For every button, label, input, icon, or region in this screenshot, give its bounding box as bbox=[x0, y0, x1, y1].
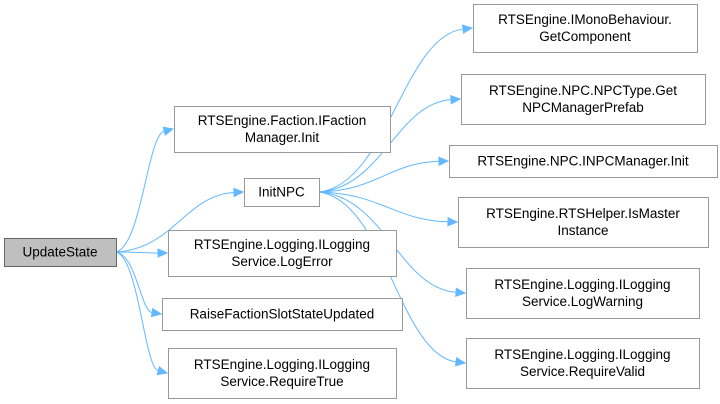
edge-arrowhead bbox=[455, 287, 467, 298]
call-graph-nodes: UpdateState RTSEngine.Faction.IFactionMan… bbox=[4, 4, 718, 399]
edge-arrowhead bbox=[454, 357, 467, 367]
edge-line bbox=[318, 191, 457, 363]
edge-line bbox=[115, 251, 159, 372]
node-init-npc[interactable]: InitNPC bbox=[244, 178, 320, 207]
node-label-line: Instance bbox=[557, 223, 608, 238]
edge-arrowhead bbox=[157, 248, 169, 258]
node-require-valid[interactable]: RTSEngine.Logging.ILoggingService.Requir… bbox=[466, 338, 700, 389]
edge-arrowhead bbox=[233, 187, 245, 198]
node-require-true[interactable]: RTSEngine.Logging.ILoggingService.Requir… bbox=[168, 348, 397, 399]
node-box bbox=[168, 230, 397, 277]
node-label-line: RaiseFactionSlotStateUpdated bbox=[190, 307, 375, 322]
node-label-line: RTSEngine.Logging.ILogging bbox=[194, 357, 370, 372]
node-log-error[interactable]: RTSEngine.Logging.ILoggingService.LogErr… bbox=[168, 230, 397, 277]
node-label-line: RTSEngine.Logging.ILogging bbox=[494, 277, 670, 292]
node-inpc-manager-init[interactable]: RTSEngine.NPC.INPCManager.Init bbox=[449, 145, 718, 178]
node-get-component[interactable]: RTSEngine.IMonoBehaviour. GetComponent bbox=[473, 4, 698, 53]
node-box bbox=[449, 145, 718, 178]
node-box bbox=[473, 4, 698, 53]
edge-arrowhead bbox=[462, 24, 474, 34]
node-label-line: InitNPC bbox=[258, 185, 305, 200]
node-label-line: RTSEngine.IMonoBehaviour. bbox=[498, 12, 672, 27]
node-label-line: Service.LogError bbox=[231, 254, 333, 269]
edge-update-state-to-raise-faction-slot bbox=[115, 251, 163, 318]
node-label-line: NPCManagerPrefab bbox=[522, 100, 644, 115]
edge-line bbox=[115, 251, 153, 314]
node-label-line: UpdateState bbox=[22, 245, 97, 260]
edge-arrowhead bbox=[438, 156, 450, 167]
node-update-state[interactable]: UpdateState bbox=[4, 238, 117, 267]
node-log-warning[interactable]: RTSEngine.Logging.ILoggingService.LogWar… bbox=[466, 268, 700, 319]
node-box bbox=[458, 197, 709, 248]
edge-init-npc-to-require-valid bbox=[318, 191, 467, 367]
node-label-line: RTSEngine.NPC.NPCType.Get bbox=[489, 83, 677, 98]
node-label-line: RTSEngine.Logging.ILogging bbox=[494, 347, 670, 362]
node-box bbox=[466, 268, 700, 319]
node-raise-faction-slot[interactable]: RaiseFactionSlotStateUpdated bbox=[162, 298, 403, 331]
node-label-line: RTSEngine.Logging.ILogging bbox=[194, 237, 370, 252]
node-label-line: RTSEngine.RTSHelper.IsMaster bbox=[486, 206, 680, 221]
node-label-line: Service.RequireValid bbox=[520, 364, 645, 379]
node-label-line: GetComponent bbox=[539, 29, 631, 44]
node-box bbox=[244, 178, 320, 207]
node-label-line: RTSEngine.NPC.INPCManager.Init bbox=[477, 154, 689, 169]
node-label-line: Service.LogWarning bbox=[522, 294, 643, 309]
edge-arrowhead bbox=[450, 94, 462, 105]
edge-update-state-to-require-true bbox=[115, 251, 169, 376]
edge-line bbox=[115, 130, 165, 253]
edge-arrowhead bbox=[156, 365, 169, 376]
edge-init-npc-to-inpc-manager-init bbox=[318, 156, 450, 193]
node-get-npc-manager-prefab[interactable]: RTSEngine.NPC.NPCType.GetNPCManagerPrefa… bbox=[461, 74, 706, 125]
edge-update-state-to-faction-manager-init bbox=[115, 126, 175, 253]
edge-line bbox=[318, 191, 449, 223]
node-box bbox=[168, 348, 397, 399]
node-box bbox=[466, 338, 700, 389]
edge-arrowhead bbox=[447, 217, 459, 227]
node-box bbox=[4, 238, 117, 267]
edge-line bbox=[318, 28, 464, 193]
edge-update-state-to-init-npc bbox=[115, 187, 245, 253]
edge-arrowhead bbox=[162, 126, 175, 136]
edge-line bbox=[115, 191, 235, 253]
edge-init-npc-to-is-master-instance bbox=[318, 191, 459, 227]
node-label-line: Service.RequireTrue bbox=[220, 374, 343, 389]
node-box bbox=[174, 106, 391, 153]
edge-line bbox=[318, 160, 440, 193]
call-graph-edges bbox=[115, 24, 474, 376]
edge-init-npc-to-get-component bbox=[318, 24, 474, 193]
node-box bbox=[461, 74, 706, 125]
edge-update-state-to-log-error bbox=[115, 248, 169, 258]
edge-line bbox=[115, 251, 159, 254]
node-box bbox=[162, 298, 403, 331]
node-label-line: RTSEngine.Faction.IFaction bbox=[198, 113, 367, 128]
node-label-line: Manager.Init bbox=[245, 130, 320, 145]
edge-arrowhead bbox=[150, 307, 163, 318]
